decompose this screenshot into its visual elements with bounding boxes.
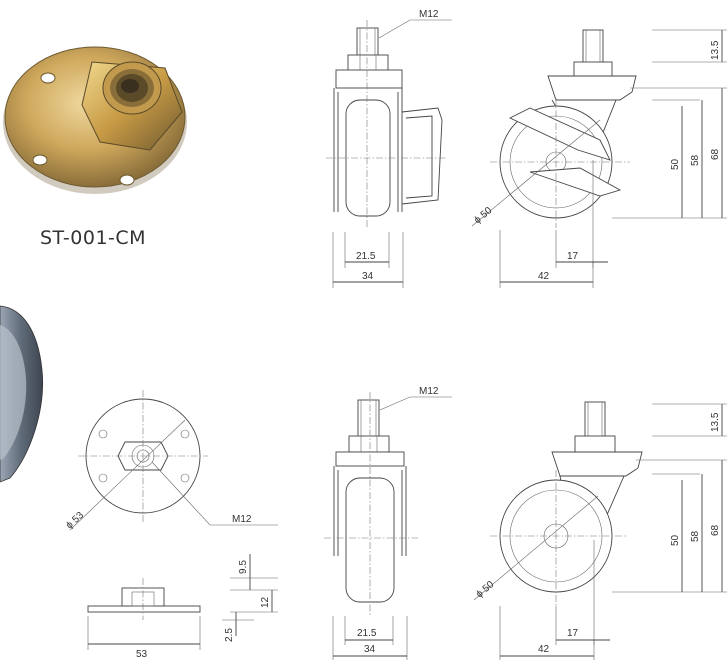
bottom-front-inner-width: 21.5 — [357, 628, 377, 639]
bottom-side-total-height: 68 — [710, 524, 721, 536]
plate-section-view: 53 9.5 12 2.5 — [87, 554, 278, 660]
bottom-side-offset: 17 — [567, 628, 579, 639]
top-side-axle-height: 58 — [690, 154, 701, 166]
top-side-base-width: 42 — [538, 271, 550, 282]
plate-section-width: 53 — [136, 649, 148, 660]
bottom-front-outer-width: 34 — [364, 644, 376, 655]
top-side-wheel-height: 50 — [670, 158, 681, 170]
top-side-offset: 17 — [567, 251, 579, 262]
plate-top-view: ϕ 53 M12 — [64, 390, 278, 531]
bottom-side-stem-height: 13.5 — [710, 412, 721, 432]
bottom-front-thread-label: M12 — [419, 386, 439, 397]
bottom-side-view: ϕ 50 17 42 13.5 68 58 50 — [473, 401, 727, 660]
bottom-front-view: M12 21.5 34 — [324, 386, 452, 660]
bottom-side-base-width: 42 — [538, 644, 550, 655]
top-front-outer-width: 34 — [362, 271, 374, 282]
top-side-wheel-diameter: ϕ 50 — [472, 205, 494, 226]
top-side-total-height: 68 — [710, 148, 721, 160]
top-front-view: M12 21.5 34 — [326, 9, 452, 288]
plate-diameter-label: ϕ 53 — [64, 510, 86, 532]
top-side-stem-height: 13.5 — [710, 40, 721, 60]
bottom-side-wheel-height: 50 — [670, 534, 681, 546]
top-side-view: ϕ 50 17 42 13.5 68 58 50 — [471, 29, 727, 288]
bottom-side-axle-height: 58 — [690, 530, 701, 542]
plate-photo — [3, 46, 187, 194]
product-code-caption: ST-001-CM — [40, 227, 146, 249]
plate-section-dim-a: 9.5 — [238, 560, 249, 574]
bottom-side-wheel-diameter: ϕ 50 — [474, 579, 496, 600]
caster-photo-partial — [0, 305, 44, 483]
plate-section-dim-b: 12 — [260, 596, 271, 608]
top-front-inner-width: 21.5 — [356, 251, 376, 262]
top-front-thread-label: M12 — [419, 9, 439, 20]
product-code: ST-001-CM — [40, 227, 146, 249]
plate-section-dim-c: 2.5 — [224, 628, 235, 642]
plate-thread-label: M12 — [232, 514, 252, 525]
